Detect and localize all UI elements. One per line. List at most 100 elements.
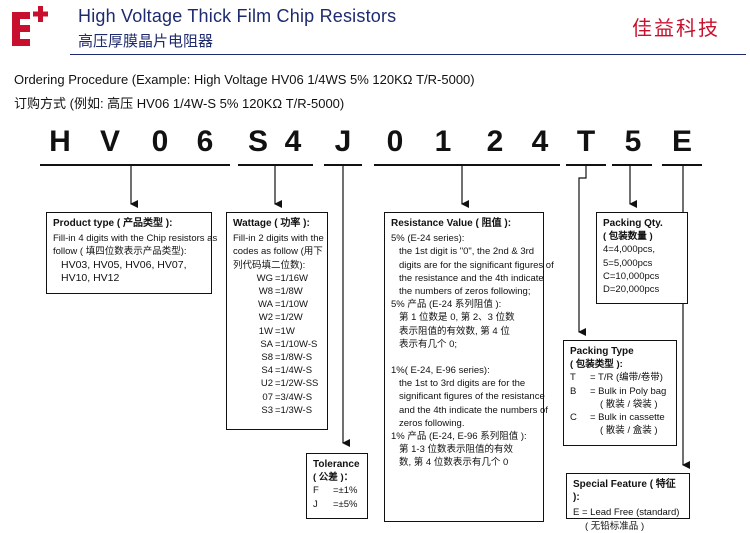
packing-qty-item: D=20,000pcs bbox=[603, 283, 681, 296]
spacer bbox=[391, 351, 537, 364]
wattage-value: =1/2W-SS bbox=[275, 378, 319, 390]
tolerance-box: Tolerance ( 公差 )： F=±1% J=±5% bbox=[306, 453, 368, 519]
company-logo bbox=[12, 6, 48, 46]
wattage-code: WA bbox=[258, 299, 273, 311]
wattage-code: S8 bbox=[261, 352, 273, 364]
tolerance-title: Tolerance bbox=[313, 459, 360, 470]
resistance-box: Resistance Value ( 阻值 ): 5% (E-24 series… bbox=[384, 212, 554, 522]
packing-type-item: ( 散装 / 袋装 ) bbox=[570, 398, 670, 411]
packing-type-value: = T/R (编带/卷带) bbox=[590, 372, 663, 384]
code-char: 0 bbox=[386, 125, 404, 158]
packing-type-item: T= T/R (编带/卷带) bbox=[570, 371, 670, 384]
wattage-value: =1/8W bbox=[275, 286, 303, 298]
product-type-desc: follow ( 填四位数表示产品类型): bbox=[53, 246, 187, 258]
tolerance-title-cn: ( 公差 )： bbox=[313, 472, 354, 484]
wattage-item: 07=3/4W-S bbox=[233, 391, 321, 404]
packing-type-code: B bbox=[570, 385, 577, 397]
packing-type-item: ( 散装 / 盒装 ) bbox=[570, 424, 670, 437]
code-underline bbox=[662, 164, 702, 166]
resistance-e24-line: digits are for the significant figures o… bbox=[399, 259, 554, 271]
packing-type-item: C= Bulk in cassette bbox=[570, 411, 670, 424]
wattage-item: SA=1/10W-S bbox=[233, 338, 321, 351]
special-feature-title: Special Feature ( 特征 ): bbox=[573, 479, 676, 504]
wattage-code: W8 bbox=[258, 286, 273, 298]
wattage-value: =1/16W bbox=[275, 272, 309, 284]
packing-qty-title: Packing Qty. bbox=[603, 218, 663, 229]
resistance-e96-cn-line: 第 1-3 位数表示阻值的有效 bbox=[399, 444, 514, 456]
wattage-item: S4=1/4W-S bbox=[233, 364, 321, 377]
code-char: 6 bbox=[196, 125, 214, 158]
wattage-item: S3=1/3W-S bbox=[233, 404, 321, 417]
packing-type-title-cn: ( 包装类型 ): bbox=[570, 359, 623, 371]
wattage-item: WG=1/16W bbox=[233, 272, 321, 285]
packing-qty-item: C=10,000pcs bbox=[603, 270, 681, 283]
packing-qty-code: D bbox=[603, 284, 610, 296]
wattage-item: S8=1/8W-S bbox=[233, 351, 321, 364]
brand-name: 佳益科技 bbox=[632, 16, 720, 40]
packing-type-box: Packing Type ( 包装类型 ): T= T/R (编带/卷带) B=… bbox=[563, 340, 677, 446]
wattage-desc: 列代码填二位数): bbox=[233, 259, 306, 271]
resistance-e96-line: and the 4th indicate the numbers of bbox=[399, 404, 548, 416]
code-char: S bbox=[247, 125, 268, 158]
resistance-e24-cn-head: 5% 产品 (E-24 系列阻值 ): bbox=[391, 299, 502, 311]
code-underline bbox=[324, 164, 362, 166]
packing-qty-item: 5=5,000pcs bbox=[603, 257, 681, 270]
resistance-e96-line: the 1st to 3rd digits are for the bbox=[399, 378, 526, 390]
packing-type-value: ( 散装 / 盒装 ) bbox=[600, 425, 658, 437]
wattage-value: =1/8W-S bbox=[275, 352, 313, 364]
packing-type-title: Packing Type bbox=[570, 346, 634, 357]
resistance-e96-cn-head: 1% 产品 (E-24, E-96 系列阻值 ): bbox=[391, 431, 527, 443]
wattage-value: =1W bbox=[275, 325, 295, 337]
packing-qty-value: =4,000pcs, bbox=[608, 244, 656, 256]
resistance-e24-cn-line: 表示有几个 0; bbox=[399, 338, 458, 350]
special-feature-line: E = Lead Free (standard) bbox=[573, 507, 680, 519]
code-char: 0 bbox=[151, 125, 169, 158]
wattage-value: =1/10W-S bbox=[275, 338, 318, 350]
code-underline bbox=[612, 164, 652, 166]
resistance-e24-cn-line: 表示阻值的有效数, 第 4 位 bbox=[399, 325, 510, 337]
code-char: 5 bbox=[624, 125, 642, 158]
packing-qty-value: =10,000pcs bbox=[609, 270, 660, 282]
wattage-code: 1W bbox=[258, 325, 273, 337]
wattage-value: =1/3W-S bbox=[275, 404, 313, 416]
ordering-example-cn: 订购方式 (例如: 高压 HV06 1/4W-S 5% 120KΩ T/R-50… bbox=[14, 96, 345, 111]
wattage-code: SA bbox=[260, 338, 273, 350]
wattage-desc: codes as follow (用下 bbox=[233, 246, 323, 258]
wattage-code: S3 bbox=[261, 404, 273, 416]
code-char: 1 bbox=[434, 125, 452, 158]
wattage-value: =1/10W bbox=[275, 299, 309, 311]
code-char: V bbox=[99, 125, 120, 158]
product-type-list: HV03, HV05, HV06, HV07, bbox=[61, 258, 187, 271]
code-underline bbox=[238, 164, 313, 166]
packing-qty-value: =20,000pcs bbox=[609, 284, 660, 296]
wattage-title: Wattage ( 功率 ): bbox=[233, 218, 310, 229]
resistance-title: Resistance Value ( 阻值 ): bbox=[391, 218, 512, 229]
wattage-item: W2=1/2W bbox=[233, 311, 321, 324]
page-subtitle: 高压厚膜晶片电阻器 bbox=[78, 33, 214, 50]
packing-type-code bbox=[570, 398, 590, 411]
wattage-value: =3/4W-S bbox=[275, 391, 313, 403]
product-type-desc: Fill-in 4 digits with the Chip resistors… bbox=[53, 233, 218, 245]
resistance-e24-line: the numbers of zeros following; bbox=[399, 286, 531, 298]
code-char: J bbox=[334, 125, 352, 158]
packing-qty-code: 5 bbox=[603, 257, 609, 269]
packing-type-code bbox=[570, 424, 590, 437]
packing-qty-code: C bbox=[603, 270, 610, 282]
wattage-desc: Fill-in 2 digits with the bbox=[233, 233, 324, 245]
resistance-e96-head: 1%( E-24, E-96 series): bbox=[391, 365, 490, 377]
code-char: H bbox=[49, 125, 71, 158]
resistance-e96-line: zeros following. bbox=[399, 417, 465, 429]
product-type-title: Product type ( 产品类型 ): bbox=[53, 218, 173, 229]
tolerance-code: F bbox=[313, 485, 319, 497]
packing-qty-box: Packing Qty. ( 包装数量 ) 4=4,000pcs, 5=5,00… bbox=[596, 212, 688, 304]
packing-type-item: B= Bulk in Poly bag bbox=[570, 385, 670, 398]
code-char: 2 bbox=[486, 125, 504, 158]
wattage-code: 07 bbox=[262, 391, 273, 403]
resistance-e24-line: the 1st digit is "0", the 2nd & 3rd bbox=[399, 246, 535, 258]
packing-qty-title-cn: ( 包装数量 ) bbox=[603, 231, 653, 243]
tolerance-item: F=±1% bbox=[313, 484, 361, 497]
packing-qty-value: =5,000pcs bbox=[608, 257, 653, 269]
code-char: E bbox=[671, 125, 692, 158]
wattage-item: W8=1/8W bbox=[233, 285, 321, 298]
tolerance-value: =±5% bbox=[333, 498, 358, 510]
